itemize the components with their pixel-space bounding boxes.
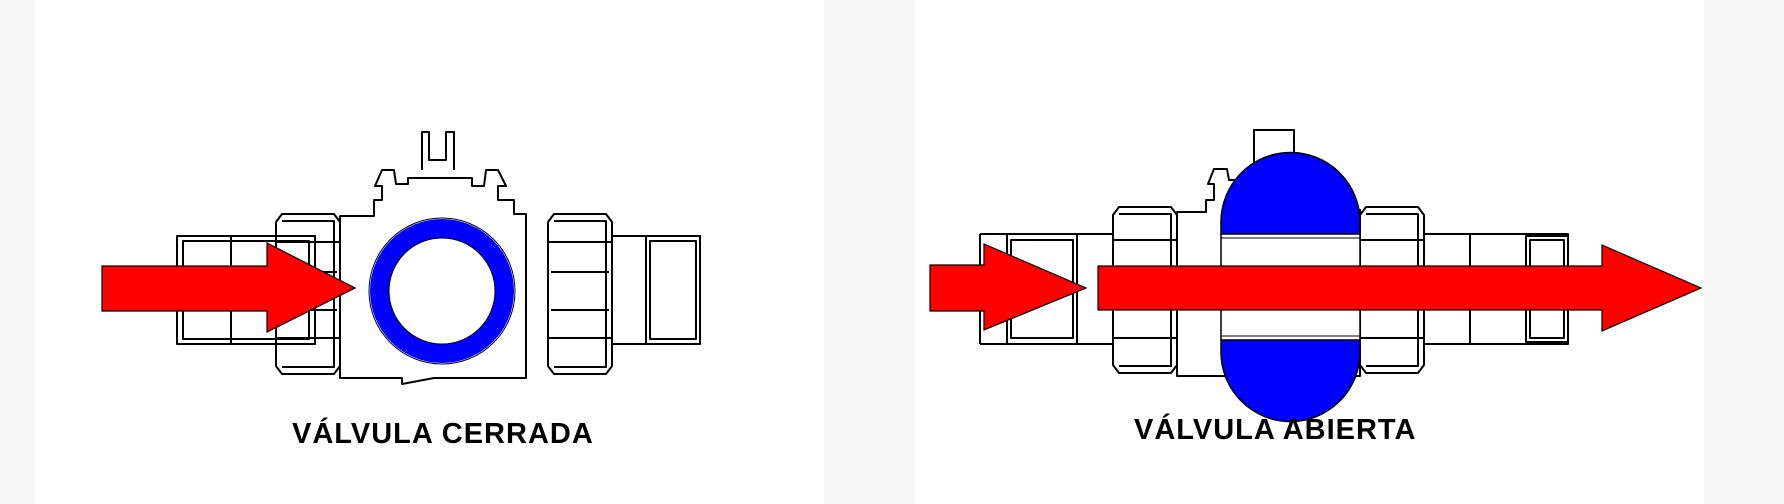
open-valve-panel: VÁLVULA ABIERTA (914, 0, 1704, 504)
closed-valve-caption: VÁLVULA CERRADA (292, 418, 594, 450)
closed-valve-panel: VÁLVULA CERRADA (34, 0, 824, 504)
ball-bore-opening (389, 238, 495, 344)
through-flow-arrow (1097, 244, 1703, 332)
valve-stem (421, 131, 455, 170)
open-valve-diagram (929, 129, 1703, 423)
valve-body (339, 169, 527, 385)
open-valve-caption: VÁLVULA ABIERTA (1134, 414, 1417, 446)
inlet-flow-arrow (929, 243, 1088, 331)
outlet-hex-nut (547, 213, 613, 375)
outlet-pipe-fitting (611, 235, 701, 345)
closed-ball (368, 217, 516, 365)
inlet-flow-arrow (101, 242, 357, 333)
closed-valve-diagram (101, 131, 701, 385)
